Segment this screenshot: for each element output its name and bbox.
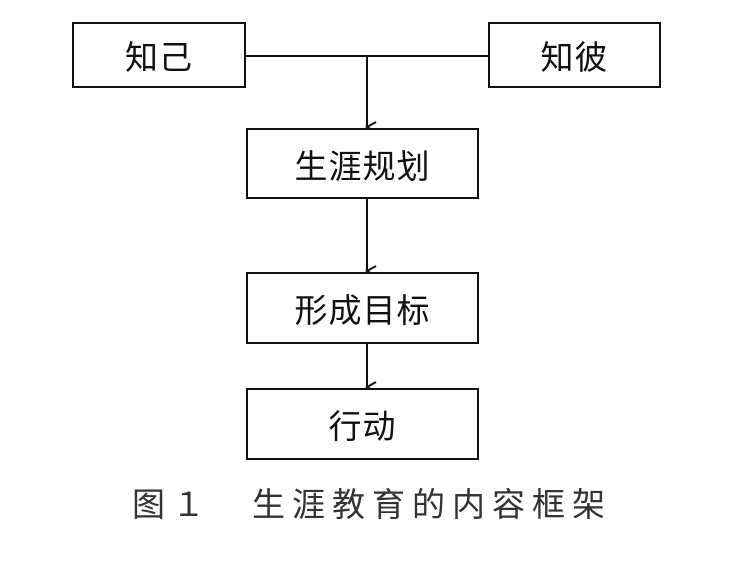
know-self-label: 知己 — [125, 38, 193, 77]
know-self-box: 知己 — [72, 22, 246, 88]
career-planning-box: 生涯规划 — [246, 128, 479, 199]
know-other-label: 知彼 — [540, 38, 609, 77]
form-goals-label: 形成目标 — [294, 291, 431, 330]
career-planning-label: 生涯规划 — [294, 146, 431, 186]
know-other-box: 知彼 — [488, 22, 661, 88]
action-label: 行动 — [328, 407, 397, 446]
action-box: 行动 — [246, 388, 479, 460]
form-goals-box: 形成目标 — [246, 272, 479, 344]
figure-caption: 图１ 生涯教育的内容框架 — [132, 485, 612, 524]
